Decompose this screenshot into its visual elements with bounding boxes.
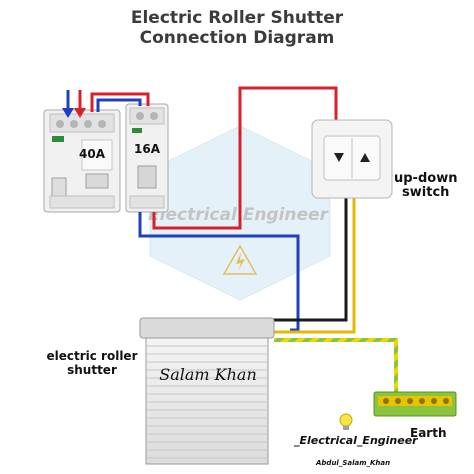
roller-shutter [139,317,275,465]
switch-wire-yellow [270,196,356,334]
footer-brand: _Electrical_Engineer [294,434,418,447]
earth-wire [274,338,398,394]
signature-text: Salam Khan [159,365,257,384]
earth-terminal-block [373,391,457,417]
down-arrow-icon [334,153,344,162]
title-line-2: Connection Diagram [139,28,335,48]
watermark-lightning-icon [222,244,258,275]
diagram-title: Electric Roller Shutter Connection Diagr… [0,8,474,48]
switch-wire-black [270,196,348,322]
neutral-wire-top [96,98,142,112]
neutral-input-arrow-icon [62,90,74,118]
switch-label: up-down switch [394,172,457,200]
phase-wire [152,86,338,230]
shutter-label-line-2: shutter [67,363,117,377]
shutter-label-line-1: electric roller [46,349,138,363]
title-line-1: Electric Roller Shutter [130,8,344,28]
lightbulb-icon [339,413,353,430]
up-down-switch [311,119,393,199]
shutter-label: electric roller shutter [40,349,144,377]
breaker-16a-rating: 16A [134,142,161,156]
switch-label-line-2: switch [402,185,450,200]
neutral-wire [138,212,300,332]
breaker-16a [125,103,169,213]
earth-label: Earth [410,426,447,440]
footer-author: Abdul_Salam_Khan [316,459,391,467]
phase-wire-top [90,92,150,112]
switch-label-line-1: up-down [394,171,458,186]
breaker-40a [43,109,121,213]
breaker-40a-rating: 40A [79,147,106,161]
phase-input-arrow-icon [74,90,86,118]
up-arrow-icon [360,153,370,162]
